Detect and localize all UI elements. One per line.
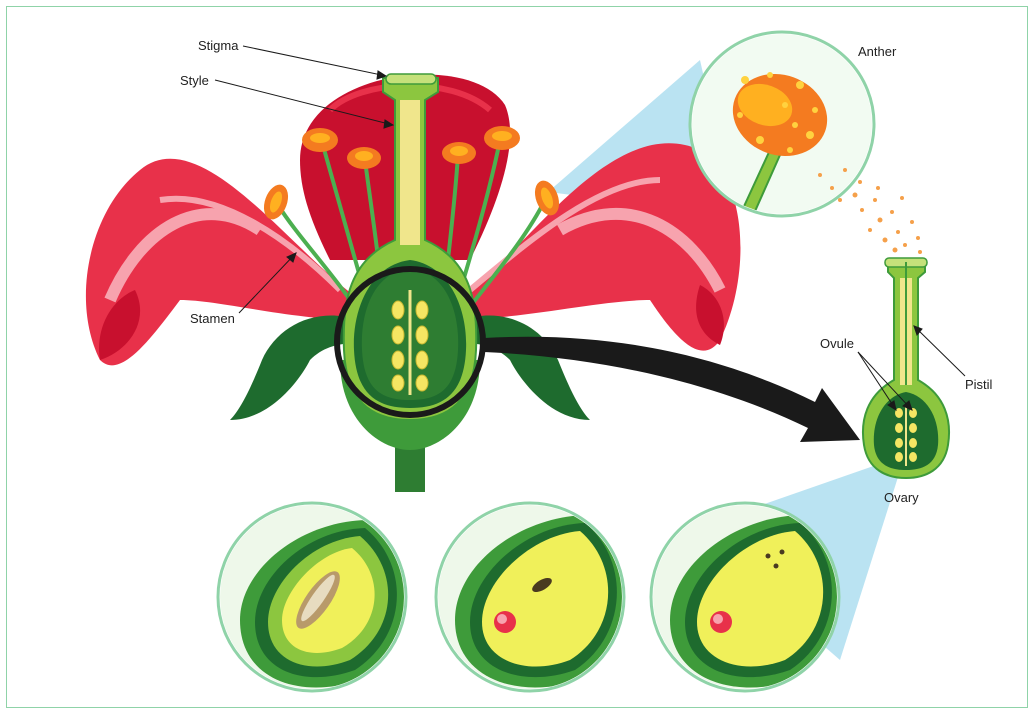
label-anther: Anther <box>858 44 897 59</box>
label-ovule: Ovule <box>820 336 854 351</box>
label-stamen: Stamen <box>190 311 235 326</box>
label-ovary: Ovary <box>884 490 919 505</box>
label-stigma: Stigma <box>198 38 239 53</box>
label-pistil: Pistil <box>965 377 993 392</box>
pistil-detail <box>863 258 949 478</box>
label-style: Style <box>180 73 209 88</box>
